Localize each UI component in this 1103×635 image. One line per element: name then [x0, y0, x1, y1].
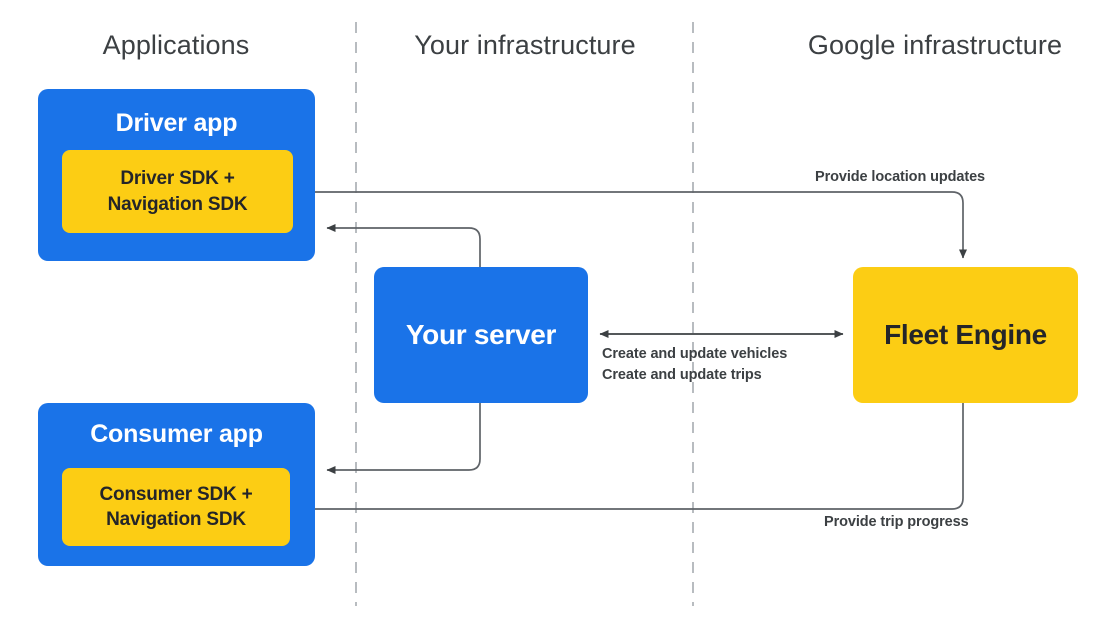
node-consumer-sdk[interactable]: Consumer SDK + Navigation SDK: [62, 468, 290, 546]
wire-server-to-driver: [326, 224, 481, 267]
wire-trip-progress: [304, 402, 964, 513]
node-driver-sdk-line1: Driver SDK +: [120, 168, 235, 190]
node-driver-sdk[interactable]: Driver SDK + Navigation SDK: [62, 150, 293, 233]
wire-label-location-updates: Provide location updates: [815, 169, 986, 185]
zone-title-applications: Applications: [102, 30, 250, 60]
wire-label-vehicles: Create and update vehicles: [602, 346, 788, 362]
node-consumer-sdk-line1: Consumer SDK +: [99, 483, 253, 505]
node-fleet-engine-title: Fleet Engine: [884, 319, 1047, 350]
node-your-server[interactable]: Your server: [374, 267, 588, 403]
node-consumer-sdk-line2: Navigation SDK: [106, 509, 246, 530]
zone-title-google-infrastructure: Google infrastructure: [807, 30, 1063, 60]
node-driver-sdk-line2: Navigation SDK: [107, 193, 248, 215]
wire-label-trip-progress: Provide trip progress: [824, 514, 969, 530]
node-fleet-engine[interactable]: Fleet Engine: [853, 267, 1078, 403]
node-consumer-app-title: Consumer app: [90, 420, 263, 448]
wire-location-updates: [293, 191, 967, 259]
node-consumer-sdk-text: Consumer SDK + Navigation SDK: [100, 482, 253, 532]
wire-label-vehicles-trips: Create and update vehicles Create and up…: [602, 344, 787, 386]
zone-title-your-infrastructure: Your infrastructure: [414, 30, 636, 60]
wire-server-to-consumer: [326, 402, 481, 474]
node-your-server-title: Your server: [405, 319, 557, 350]
node-driver-app-title: Driver app: [115, 109, 238, 137]
wire-label-trips: Create and update trips: [602, 367, 762, 384]
node-driver-sdk-text: Driver SDK + Navigation SDK: [108, 166, 248, 216]
